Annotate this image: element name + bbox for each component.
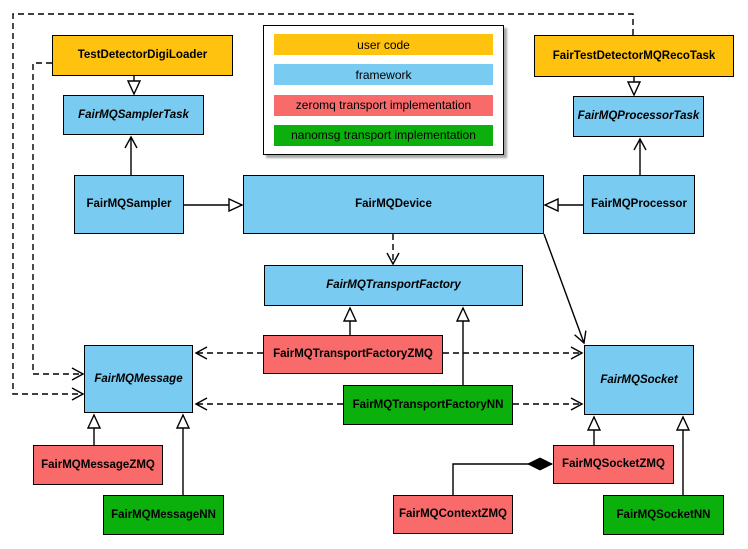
node-fairmqprocessor: FairMQProcessor bbox=[583, 175, 695, 234]
edge-recotask-message-dependency bbox=[12, 13, 634, 401]
legend-item-user-code: user code bbox=[274, 34, 493, 55]
node-fairmqtransportfactory: FairMQTransportFactory bbox=[264, 265, 523, 306]
legend: user code framework zeromq transport imp… bbox=[263, 25, 504, 155]
node-fairmqsocketnn: FairMQSocketNN bbox=[603, 495, 724, 535]
node-fairmqtransportfactoryzmq: FairMQTransportFactoryZMQ bbox=[263, 335, 443, 374]
node-fairmqsamplertask: FairMQSamplerTask bbox=[63, 95, 204, 135]
node-fairmqprocessortask: FairMQProcessorTask bbox=[573, 96, 704, 137]
node-fairmqmessagezmq: FairMQMessageZMQ bbox=[33, 445, 163, 485]
edge-device-socket-association bbox=[543, 233, 587, 345]
legend-item-nanomsg-transport: nanomsg transport implementation bbox=[274, 124, 493, 146]
legend-item-framework: framework bbox=[274, 64, 493, 86]
edge-digiloader-message-dependency bbox=[32, 62, 85, 381]
node-fairmqcontextzmq: FairMQContextZMQ bbox=[393, 495, 513, 534]
edge-contextzmq-socketzmq-composition bbox=[452, 464, 552, 495]
node-fairmqmessage: FairMQMessage bbox=[84, 345, 193, 413]
node-fairmqtransportfactorynn: FairMQTransportFactoryNN bbox=[343, 385, 513, 425]
node-fairmqsocketzmq: FairMQSocketZMQ bbox=[553, 445, 674, 484]
node-fairmqmessagenn: FairMQMessageNN bbox=[103, 495, 224, 535]
node-fairmqsampler: FairMQSampler bbox=[74, 175, 184, 234]
node-testdetectordigiloader: TestDetectorDigiLoader bbox=[52, 35, 233, 76]
node-fairmqsocket: FairMQSocket bbox=[584, 345, 694, 415]
node-fairmqdevice: FairMQDevice bbox=[243, 175, 544, 234]
node-fairtestdetectormqrecotask: FairTestDetectorMQRecoTask bbox=[534, 35, 734, 77]
legend-item-zeromq-transport: zeromq transport implementation bbox=[274, 94, 493, 116]
